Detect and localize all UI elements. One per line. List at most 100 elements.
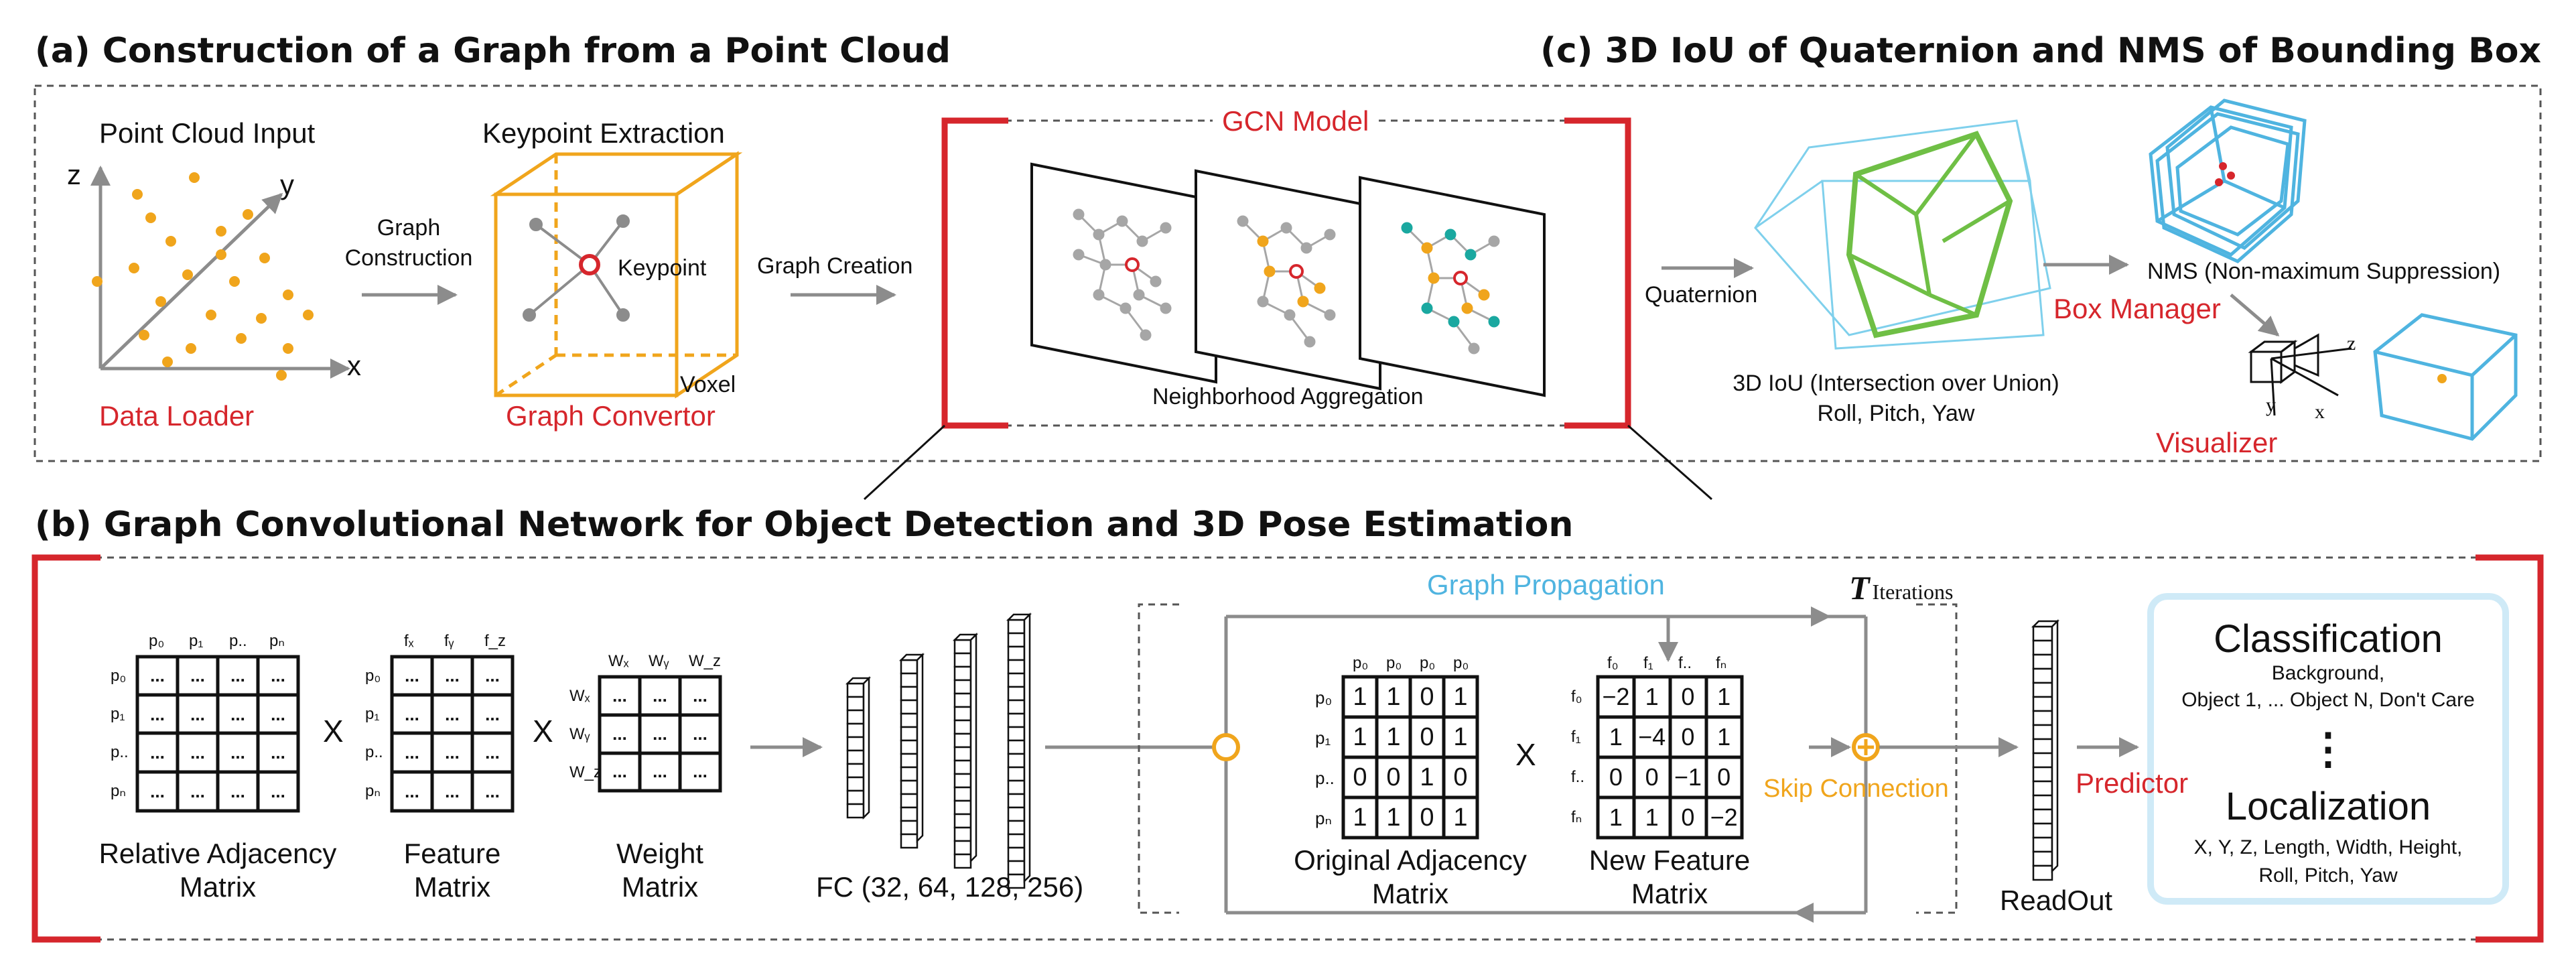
times-sign-1: X <box>323 714 344 749</box>
fc-layer-64 <box>898 652 925 849</box>
localization-line-2: Roll, Pitch, Yaw <box>2258 864 2398 887</box>
nms-label: NMS (Non-maximum Suppression) <box>2147 259 2501 284</box>
row-header: p.. <box>365 743 383 761</box>
col-header: f.. <box>1678 654 1692 672</box>
col-header: p₀ <box>1420 654 1436 672</box>
matrix-cell: ... <box>405 704 419 724</box>
row-header: W_z <box>569 763 602 781</box>
matrix-cell: 1 <box>1453 723 1468 751</box>
axis-x-label: x <box>347 350 361 381</box>
matrix-cell: 0 <box>1453 763 1468 791</box>
matrix-cell: ... <box>693 761 707 782</box>
matrix-cell: ... <box>271 665 285 686</box>
matrix-cell: ... <box>150 742 165 763</box>
col-header: fₓ <box>404 632 414 650</box>
matrix-cell: 0 <box>1609 763 1623 791</box>
visualizer-cube <box>2373 313 2518 441</box>
point-cloud-plot <box>90 166 350 381</box>
box-manager-label: Box Manager <box>2053 293 2221 324</box>
t-iterations-label: T Iterations <box>1849 571 1953 604</box>
matrix-cell: ... <box>653 761 667 782</box>
output-box <box>2147 593 2509 905</box>
fc-layers <box>845 612 1032 889</box>
relative-adjacency-grid <box>135 655 300 813</box>
loop-entry-node <box>1212 733 1240 761</box>
nms-boxes <box>2149 99 2307 263</box>
matrix-cell: −2 <box>1710 803 1738 831</box>
matrix-cell: 1 <box>1353 803 1367 832</box>
axis-z-label: z <box>67 159 81 190</box>
matrix-cell: 0 <box>1353 763 1367 791</box>
matrix-cell: ... <box>271 704 285 724</box>
matrix-cell: 1 <box>1386 803 1401 832</box>
col-header: Wₓ <box>608 652 629 670</box>
skip-connection-node <box>1852 733 1880 761</box>
neighborhood-aggregation-label: Neighborhood Aggregation <box>1152 384 1424 409</box>
nms-center-points <box>2215 162 2235 186</box>
visualizer-label: Visualizer <box>2156 427 2278 458</box>
camera-axis-x-label: x <box>2315 401 2325 423</box>
matrix-cell: 1 <box>1453 803 1468 832</box>
matrix-cell: ... <box>445 742 460 763</box>
readout-stack <box>2031 619 2060 881</box>
col-header: p.. <box>229 632 247 650</box>
iou-boxes <box>1754 119 2051 350</box>
voxel-label: Voxel <box>680 372 736 397</box>
matrix-cell: −4 <box>1638 723 1666 751</box>
row-header: p.. <box>111 743 129 761</box>
matrix-cell: ... <box>230 704 245 724</box>
iterations-text: Iterations <box>1872 580 1954 604</box>
fc-layer-128 <box>952 632 979 869</box>
col-header: Wᵧ <box>649 652 669 670</box>
keypoint-label: Keypoint <box>618 255 707 281</box>
graph-creation-label: Graph Creation <box>757 253 913 279</box>
keypoint-graph <box>523 214 630 322</box>
matrix-cell: ... <box>150 665 165 686</box>
keypoint-extraction-label: Keypoint Extraction <box>482 117 725 149</box>
graph-convertor-label: Graph Convertor <box>506 400 716 432</box>
row-header: p₁ <box>1315 728 1331 748</box>
readout-column <box>2031 619 2060 881</box>
row-header: p.. <box>1315 768 1335 788</box>
matrix-cell: 1 <box>1353 683 1367 711</box>
relative-adjacency-label-2: Matrix <box>179 871 257 903</box>
matrix-cell: ... <box>230 781 245 801</box>
iou-label-2: Roll, Pitch, Yaw <box>1817 401 1975 426</box>
matrix-cell: ... <box>230 665 245 686</box>
classes-line-2: Object 1, ... Object N, Don't Care <box>2181 689 2475 711</box>
matrix-cell: ... <box>190 704 205 724</box>
matrix-cell: ... <box>653 723 667 744</box>
matrix-cell: ... <box>445 665 460 686</box>
col-header: f₀ <box>1607 654 1619 672</box>
row-header: p₁ <box>365 705 380 723</box>
weight-grid <box>598 675 722 793</box>
row-header: p₁ <box>111 705 125 723</box>
matrix-cell: −2 <box>1602 683 1630 710</box>
matrix-cell: 0 <box>1645 763 1659 791</box>
matrix-cell: 1 <box>1386 723 1401 751</box>
matrix-cell: 1 <box>1353 723 1367 751</box>
row-header: fₙ <box>1571 808 1582 826</box>
matrix-cell: ... <box>612 686 627 706</box>
feature-grid <box>390 655 515 813</box>
col-header: pₙ <box>269 632 285 650</box>
matrix-cell: 0 <box>1681 683 1695 710</box>
matrix-cell: ... <box>485 742 500 763</box>
matrix-cell: 1 <box>1609 803 1623 831</box>
camera-axis-z-label: z <box>2347 332 2356 354</box>
t-symbol: T <box>1849 569 1870 606</box>
graph-construction-label-2: Construction <box>344 245 473 271</box>
matrix-cell: ... <box>445 704 460 724</box>
row-header: Wₓ <box>569 687 590 705</box>
col-header: p₁ <box>189 632 204 650</box>
classification-title: Classification <box>2214 617 2443 661</box>
panel-b-frame <box>31 554 2544 943</box>
matrix-cell: 0 <box>1420 803 1434 832</box>
matrix-cell: 1 <box>1645 683 1659 710</box>
matrix-cell: ... <box>653 686 667 706</box>
matrix-cell: ... <box>190 665 205 686</box>
matrix-cell: 1 <box>1717 683 1731 710</box>
col-header: p₀ <box>149 632 165 650</box>
row-header: f₀ <box>1571 688 1582 706</box>
matrix-cell: 0 <box>1717 763 1731 791</box>
